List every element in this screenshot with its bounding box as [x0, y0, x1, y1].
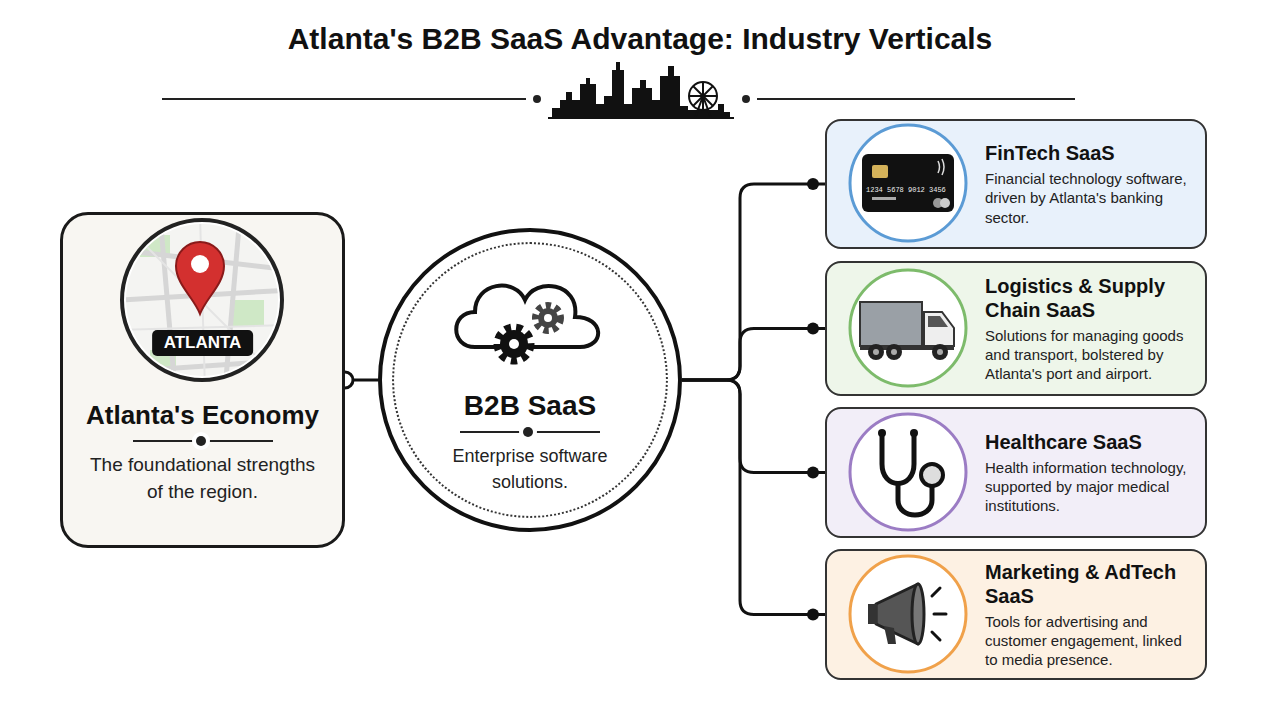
- card-text-column: Healthcare SaaS Health information techno…: [985, 409, 1195, 536]
- card-text-column: Marketing & AdTech SaaSTools for adverti…: [985, 551, 1195, 678]
- divider-dot: [523, 427, 533, 437]
- marketing-icon: [850, 556, 966, 672]
- card-text-column: FinTech SaaS Financial technology softwar…: [985, 121, 1195, 247]
- card-body: Financial technology software, driven by…: [985, 169, 1195, 226]
- hub-body: Enterprise software solutions.: [435, 443, 625, 495]
- connector: [682, 178, 825, 380]
- logistics-icon: [850, 270, 966, 386]
- connector-line: [682, 329, 825, 381]
- map-pill-label: ATLANTA: [152, 330, 254, 356]
- hub-circle: B2B SaaS Enterprise software solutions.: [378, 228, 682, 532]
- card-body: Solutions for managing goods and transpo…: [985, 326, 1195, 383]
- connector-end-dot: [807, 609, 819, 621]
- card-text-column: Logistics & Supply Chain SaaSSolutions f…: [985, 263, 1195, 394]
- connector-end-dot: [807, 467, 819, 479]
- heading-divider: [460, 431, 600, 433]
- connector: [682, 323, 825, 381]
- divider-dot: [196, 436, 206, 446]
- connector-end-dot: [807, 323, 819, 335]
- title: Atlanta's B2B SaaS Advantage: Industry V…: [0, 22, 1280, 56]
- connector: [682, 380, 825, 479]
- card-heading: Logistics & Supply Chain SaaS: [985, 274, 1195, 322]
- heading-divider: [133, 440, 273, 442]
- map-icon: [120, 215, 290, 390]
- box-body: The foundational strengths of the region…: [85, 452, 320, 505]
- fintech-icon: [850, 125, 966, 241]
- card-heading: Healthcare SaaS: [985, 430, 1195, 454]
- card-heading: Marketing & AdTech SaaS: [985, 560, 1195, 608]
- card-body: Health information technology, supported…: [985, 458, 1195, 515]
- hub-heading: B2B SaaS: [464, 390, 596, 422]
- connector-line: [682, 184, 825, 380]
- connector-line: [682, 380, 825, 615]
- card-body: Tools for advertising and customer engag…: [985, 612, 1195, 669]
- box-heading: Atlanta's Economy: [86, 400, 319, 431]
- cloud-gears-icon: [456, 286, 598, 360]
- connector: [682, 380, 825, 621]
- card-heading: FinTech SaaS: [985, 141, 1195, 165]
- connector-end-dot: [807, 178, 819, 190]
- card-number: 1234 5678 9012 3456: [866, 186, 946, 194]
- healthcare-icon: [850, 414, 966, 530]
- skyline: [548, 62, 734, 118]
- connector-line: [682, 380, 825, 473]
